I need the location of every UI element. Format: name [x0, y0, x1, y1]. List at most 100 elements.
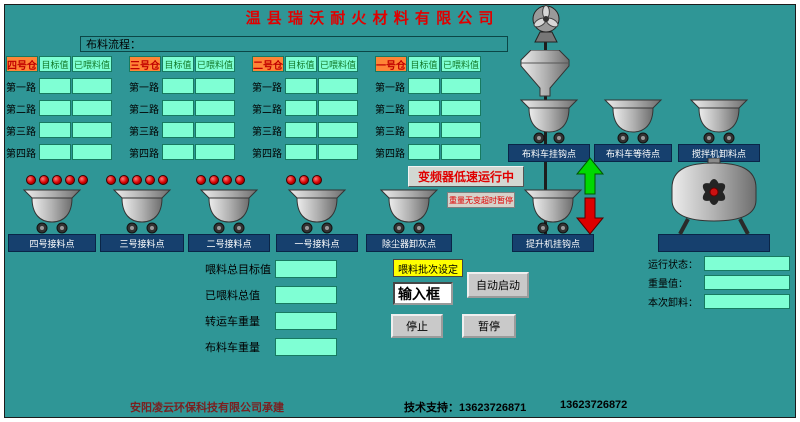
silo-table-1: 一号仓 目标值 已喂料值 第一路 第二路 第三路 第四路: [375, 56, 481, 160]
indicator-lights-silo2: [196, 175, 245, 185]
hopper-car-1: [285, 188, 349, 234]
flow-frame: 布料流程：: [80, 36, 508, 52]
indicator-light: [158, 175, 168, 185]
indicator-light: [209, 175, 219, 185]
total-fed-label: 已喂料总值: [205, 290, 260, 302]
indicator-light: [132, 175, 142, 185]
transfer-car-weight-label: 转运车重量: [205, 316, 260, 328]
up-arrow-icon: [575, 157, 605, 195]
weight-timeout-alert: 重量无变超时暂停: [447, 192, 515, 208]
station-dist-hook: 布料车挂钩点: [508, 144, 590, 162]
col-header-target: 目标值: [408, 56, 440, 72]
batch-input[interactable]: [393, 282, 453, 305]
down-arrow-icon: [575, 197, 605, 235]
target-value: [162, 78, 194, 94]
tech-support-phone2: 13623726872: [560, 399, 628, 411]
target-value: [39, 78, 71, 94]
station-receive-1: 一号接料点: [276, 234, 358, 252]
row-label: 第一路: [129, 82, 159, 94]
fed-value: [318, 100, 358, 116]
total-fed-row: 已喂料总值: [205, 286, 337, 304]
total-target-row: 喂料总目标值: [205, 260, 337, 278]
distribution-car: [517, 98, 581, 144]
silo-name: 二号仓: [252, 56, 284, 72]
auto-start-button[interactable]: 自动启动: [467, 272, 529, 298]
pause-button[interactable]: 暂停: [462, 314, 516, 338]
fed-value: [72, 144, 112, 160]
mixer-tank: [662, 158, 766, 236]
indicator-light: [286, 175, 296, 185]
silo-name: 一号仓: [375, 56, 407, 72]
hopper-car-2: [197, 188, 261, 234]
builder-credit: 安阳凌云环保科技有限公司承建: [130, 402, 284, 414]
dist-car-weight-value: [275, 338, 337, 356]
fed-value: [72, 100, 112, 116]
fed-value: [441, 100, 481, 116]
fan-blower-icon: [528, 4, 564, 44]
stop-button[interactable]: 停止: [391, 314, 443, 338]
station-receive-3: 三号接料点: [100, 234, 184, 252]
target-value: [285, 122, 317, 138]
hopper-car-4: [20, 188, 84, 234]
transfer-car-weight-value: [275, 312, 337, 330]
fed-value: [318, 78, 358, 94]
target-value: [162, 144, 194, 160]
row-label: 第二路: [6, 104, 36, 116]
vfd-status-banner: 变频器低速运行中: [408, 166, 524, 187]
fed-value: [441, 122, 481, 138]
dist-car-weight-row: 布料车重量: [205, 338, 337, 356]
indicator-light: [78, 175, 88, 185]
fed-value: [441, 78, 481, 94]
row-label: 第一路: [375, 82, 405, 94]
col-header-fed: 已喂料值: [441, 56, 481, 72]
fed-value: [195, 78, 235, 94]
weight-value: [704, 275, 790, 290]
col-header-target: 目标值: [39, 56, 71, 72]
weight-label: 重量值：: [648, 279, 688, 290]
transfer-car-weight-row: 转运车重量: [205, 312, 337, 330]
elevator-shaft: [544, 34, 547, 236]
unload-value: [704, 294, 790, 309]
mixer-unload-car: [687, 98, 751, 144]
station-hoist-hook: 提升机挂钩点: [512, 234, 594, 252]
fed-value: [318, 144, 358, 160]
target-value: [285, 100, 317, 116]
row-label: 第三路: [252, 126, 282, 138]
col-header-target: 目标值: [285, 56, 317, 72]
total-fed-value: [275, 286, 337, 304]
target-value: [408, 100, 440, 116]
target-value: [162, 100, 194, 116]
silo-table-2: 二号仓 目标值 已喂料值 第一路 第二路 第三路 第四路: [252, 56, 358, 160]
silo-name: 四号仓: [6, 56, 38, 72]
run-state-value: [704, 256, 790, 271]
silo-table-3: 三号仓 目标值 已喂料值 第一路 第二路 第三路 第四路: [129, 56, 235, 160]
mixer-base-platform: [658, 234, 770, 252]
run-state-label: 运行状态：: [648, 260, 698, 271]
indicator-light: [222, 175, 232, 185]
row-label: 第二路: [129, 104, 159, 116]
fed-value: [195, 122, 235, 138]
col-header-fed: 已喂料值: [195, 56, 235, 72]
silo-name: 三号仓: [129, 56, 161, 72]
indicator-light: [26, 175, 36, 185]
indicator-lights-silo1: [286, 175, 322, 185]
tech-support-phone1: 技术支持：13623726871: [404, 402, 527, 414]
dist-car-weight-label: 布料车重量: [205, 342, 260, 354]
station-receive-4: 四号接料点: [8, 234, 96, 252]
indicator-light: [235, 175, 245, 185]
target-value: [162, 122, 194, 138]
row-label: 第二路: [375, 104, 405, 116]
direction-arrows: [575, 157, 605, 235]
indicator-light: [52, 175, 62, 185]
target-value: [285, 144, 317, 160]
station-receive-2: 二号接料点: [188, 234, 270, 252]
target-value: [408, 144, 440, 160]
col-header-fed: 已喂料值: [72, 56, 112, 72]
indicator-light: [196, 175, 206, 185]
waiting-car: [601, 98, 665, 144]
row-label: 第四路: [375, 148, 405, 160]
fed-value: [72, 122, 112, 138]
run-state-row: 运行状态：: [648, 256, 790, 271]
col-header-fed: 已喂料值: [318, 56, 358, 72]
